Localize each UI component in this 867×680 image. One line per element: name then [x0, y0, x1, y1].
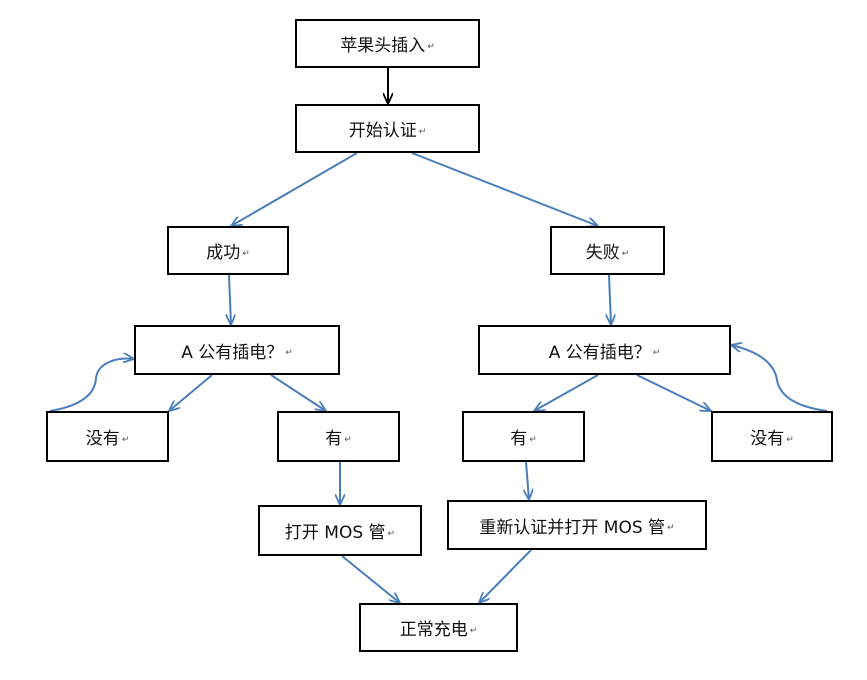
- node-plug-in-label: 苹果头插入: [340, 36, 426, 56]
- node-normal-charge-label: 正常充电: [399, 620, 468, 640]
- node-open-mos: 打开 MOS 管↵: [258, 505, 422, 556]
- arrow-check-right-to-no: [636, 374, 711, 411]
- arrow-check-right-to-yes: [534, 374, 599, 411]
- arrow-check-left-to-no: [169, 374, 213, 411]
- node-start-auth-label: 开始认证: [348, 121, 417, 141]
- paragraph-mark-icon: ↵: [621, 248, 630, 259]
- node-no-right: 没有↵: [711, 411, 833, 462]
- paragraph-mark-icon: ↵: [427, 41, 435, 52]
- node-check-power-left-label: A 公有插电？: [181, 342, 284, 363]
- node-normal-charge: 正常充电↵: [359, 603, 518, 652]
- node-open-mos-label: 打开 MOS 管: [284, 523, 386, 543]
- node-reauth-open-mos-label: 重新认证并打开 MOS 管: [479, 517, 666, 538]
- arrow-open-mos-to-charge: [341, 555, 400, 603]
- arrow-auth-to-success: [231, 152, 358, 226]
- paragraph-mark-icon: ↵: [652, 348, 661, 358]
- node-reauth-open-mos: 重新认证并打开 MOS 管↵: [447, 500, 707, 550]
- paragraph-mark-icon: ↵: [121, 434, 130, 445]
- paragraph-mark-icon: ↵: [285, 348, 293, 358]
- node-success: 成功↵: [167, 226, 289, 275]
- node-yes-right-label: 有: [510, 429, 528, 449]
- loop-arrow-no-left: [49, 359, 134, 412]
- arrow-auth-to-failure: [411, 152, 598, 226]
- node-no-left-label: 没有: [85, 429, 120, 449]
- node-check-power-left: A 公有插电？↵: [134, 325, 340, 375]
- paragraph-mark-icon: ↵: [667, 523, 675, 533]
- node-yes-right: 有↵: [462, 411, 585, 462]
- paragraph-mark-icon: ↵: [529, 434, 537, 445]
- arrow-reauth-to-charge: [479, 549, 532, 603]
- arrow-success-to-check: [229, 274, 231, 325]
- loop-arrow-no-right: [731, 345, 828, 412]
- node-no-right-label: 没有: [750, 429, 785, 449]
- node-success-label: 成功: [206, 243, 241, 263]
- paragraph-mark-icon: ↵: [387, 528, 396, 539]
- paragraph-mark-icon: ↵: [344, 434, 352, 445]
- paragraph-mark-icon: ↵: [469, 625, 478, 636]
- arrow-failure-to-check: [609, 274, 611, 325]
- paragraph-mark-icon: ↵: [786, 434, 794, 445]
- node-start-auth: 开始认证↵: [295, 104, 480, 153]
- node-check-power-right-label: A 公有插电？: [548, 342, 651, 363]
- node-failure: 失败↵: [550, 226, 665, 275]
- paragraph-mark-icon: ↵: [242, 248, 250, 259]
- paragraph-mark-icon: ↵: [418, 126, 427, 137]
- node-yes-left: 有↵: [277, 411, 400, 462]
- node-yes-left-label: 有: [325, 429, 343, 449]
- arrow-check-left-to-yes: [270, 374, 326, 411]
- node-failure-label: 失败: [585, 243, 620, 263]
- node-plug-in: 苹果头插入↵: [295, 19, 480, 68]
- node-check-power-right: A 公有插电？↵: [478, 325, 731, 375]
- arrow-yes-right-to-reauth: [526, 461, 529, 500]
- node-no-left: 没有↵: [46, 411, 169, 462]
